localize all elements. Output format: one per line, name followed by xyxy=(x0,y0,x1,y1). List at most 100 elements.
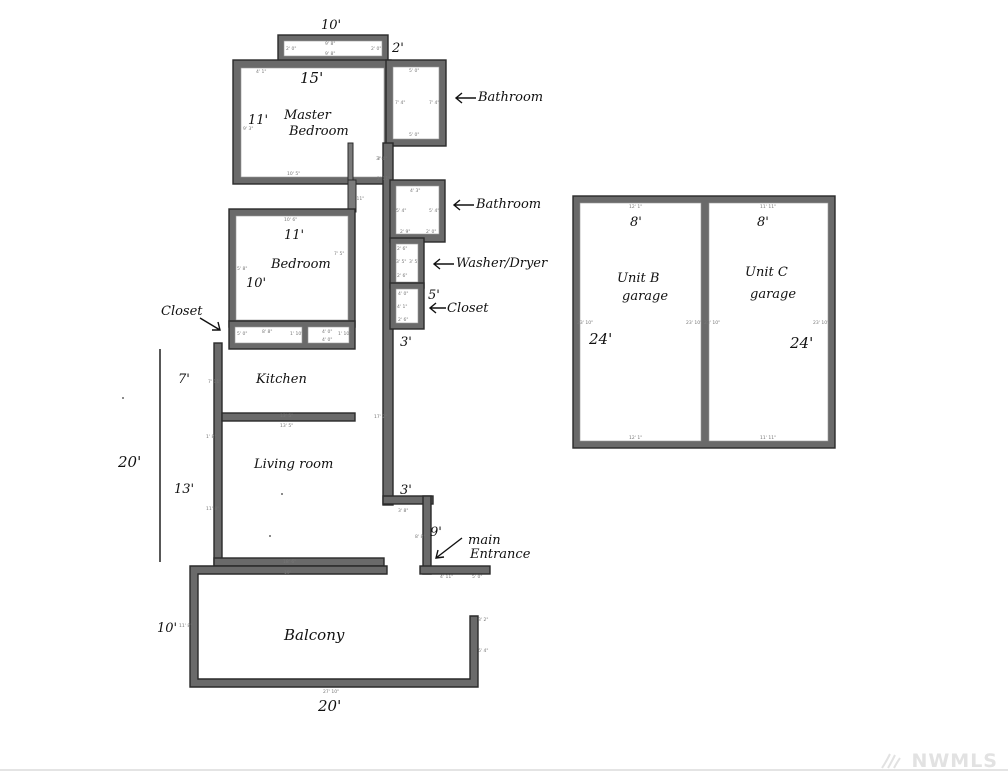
living-room-label: Living room xyxy=(253,457,333,472)
closet-measure-e: 1' 10" xyxy=(338,331,351,337)
living-depth-dim: 13' xyxy=(174,482,194,497)
bathroom-top: 5' 0" 7' 4" 7' 4" 5' 0" xyxy=(385,59,447,147)
garage-c-left-measure: 23' 10" xyxy=(704,320,720,326)
bedroom-width-dim: 11' xyxy=(284,228,304,243)
top-nook-width-dim: 10' xyxy=(321,18,341,33)
unit-c-label-line1: Unit C xyxy=(745,265,788,280)
hall-long-measure: 17' 2" xyxy=(374,414,387,420)
garage-c-bottom-measure: 11' 11" xyxy=(760,435,776,441)
kitchen-label: Kitchen xyxy=(255,372,307,387)
hall-measure-b: 2' 11" xyxy=(377,176,390,182)
master-right-measure: 3' 0" xyxy=(376,156,386,162)
bedroom-top-measure: 10' 6" xyxy=(284,217,297,223)
top-nook-depth-dim: 2' xyxy=(391,41,404,56)
wd-measure-c: 3' 5" xyxy=(409,259,419,265)
washer-dryer: 2' 6" 3' 5" 3' 5" 2' 6" xyxy=(389,237,425,289)
wd-measure-d: 2' 6" xyxy=(397,273,407,279)
watermark: NWMLS xyxy=(911,750,998,772)
master-bedroom: 4' 1" 9' 3" 10' 5" 3' 0" xyxy=(232,59,392,185)
master-bedroom-label-line1: Master xyxy=(283,108,332,123)
entry-bottom-measure: 4' 11" xyxy=(440,574,453,580)
balcony-top-measure: 19' xyxy=(284,570,291,576)
callout-bathroom-top: Bathroom xyxy=(454,90,543,105)
master-bedroom-label-line2: Bedroom xyxy=(288,124,349,139)
nook-right-measure: 2' 0" xyxy=(371,46,381,52)
closet-measure-b: 8' 8" xyxy=(262,329,272,335)
master-width-dim: 15' xyxy=(300,69,323,87)
callout-main-entrance-line2: Entrance xyxy=(469,547,531,562)
living-bottom-measure: 18' 6" xyxy=(283,559,296,565)
bath2-bottom-measure-b: 2' 0" xyxy=(426,229,436,235)
balcony-width-dim: 20' xyxy=(317,697,341,715)
kitchen-left-measure: 7' 11" xyxy=(208,379,221,385)
garage-c-width-dim: 8' xyxy=(757,215,769,230)
unit-b-label-line1: Unit B xyxy=(617,271,659,286)
total-depth-dim: 20' xyxy=(117,453,141,471)
callout-closet-right: Closet xyxy=(428,301,489,316)
entry-left-measure: 8' 8" xyxy=(415,534,425,540)
balcony-left-measure: 11' 8" xyxy=(179,623,192,629)
bedroom-label: Bedroom xyxy=(270,257,331,272)
nook-left-measure: 2' 0" xyxy=(286,46,296,52)
entry-depth-dim: 9' xyxy=(430,525,442,540)
callout-main-entrance: main Entrance xyxy=(435,533,531,562)
closet-right-width-dim: 3' xyxy=(400,335,412,350)
garage-c-top-measure: 11' 11" xyxy=(760,204,776,210)
closet-right-measure-c: 2' 6" xyxy=(398,317,408,323)
garage-c-depth-dim: 24' xyxy=(789,334,813,352)
callout-main-entrance-line1: main xyxy=(468,533,501,548)
nook-top-measure: 9' 8" xyxy=(325,41,335,47)
master-bottom-measure: 10' 5" xyxy=(287,171,300,177)
garage-b-right-measure: 23' 10" xyxy=(686,320,702,326)
hall-measure-a: 3' 0" xyxy=(377,156,387,162)
callout-closet-left-label: Closet xyxy=(161,304,203,319)
hallway: 3' 0" 2' 11" 1' 11" 17' 2" 3' 8" 8' 8" 4… xyxy=(347,142,491,580)
nwmls-logo-icon xyxy=(881,753,901,769)
master-depth-dim: 11' xyxy=(248,113,268,128)
bedroom-right-measure: 7' 5" xyxy=(334,251,344,257)
closet-measure-a: 5' 0" xyxy=(237,331,247,337)
garage-b-bottom-measure: 12' 1" xyxy=(629,435,642,441)
callout-bathroom-mid-label: Bathroom xyxy=(475,197,541,212)
callout-bathroom-top-label: Bathroom xyxy=(477,90,543,105)
top-nook: 9' 8" 9' 8" 2' 0" 2' 0" xyxy=(277,34,389,63)
bath2-top-measure: 4' 3" xyxy=(410,188,420,194)
bath1-right-measure: 7' 4" xyxy=(429,100,439,106)
callout-closet-right-label: Closet xyxy=(447,301,489,316)
bedroom: 10' 6" 5' 8" 7' 5" xyxy=(228,208,356,328)
closet-right-dim: 5' xyxy=(428,288,440,303)
callout-closet-left: Closet xyxy=(161,304,221,331)
scan-speck xyxy=(269,535,271,537)
garage-b-depth-dim: 24' xyxy=(588,330,612,348)
entry-corner-measure: 5' 0" xyxy=(472,574,482,580)
balcony: 19' 11' 8" 3' 2" 6' 4" 27' 10" xyxy=(179,565,488,695)
hall-measure-c: 1' 11" xyxy=(351,196,364,202)
bath2-bottom-measure-a: 2' 9" xyxy=(400,229,410,235)
balcony-right-measure-a: 3' 2" xyxy=(478,617,488,623)
garage-b-top-measure: 12' 1" xyxy=(629,204,642,210)
garage-c-right-measure: 23' 10" xyxy=(813,320,829,326)
garage-b-left-measure: 23' 10" xyxy=(577,320,593,326)
unit-c-label-line2: garage xyxy=(750,287,796,302)
wd-measure-a: 2' 6" xyxy=(397,246,407,252)
bedroom-left-measure: 5' 8" xyxy=(237,266,247,272)
entry-width-dim: 3' xyxy=(400,483,412,498)
entry-top-measure: 3' 8" xyxy=(398,508,408,514)
garages: 12' 1" 23' 10" 23' 10" 12' 1" 11' 11" 23… xyxy=(572,195,836,449)
balcony-depth-dim: 10' xyxy=(157,621,177,636)
kitchen-bottom-measure-b: 13' 5" xyxy=(280,423,293,429)
bath1-top-measure: 5' 0" xyxy=(409,68,419,74)
balcony-right-measure-b: 6' 4" xyxy=(478,648,488,654)
nook-bottom-measure: 9' 8" xyxy=(325,51,335,57)
bathroom-mid: 4' 3" 5' 4" 5' 4" 2' 9" 2' 0" xyxy=(389,179,446,243)
scan-speck xyxy=(122,397,124,399)
callout-bathroom-mid: Bathroom xyxy=(452,197,541,212)
closet-right: 4' 0" 4' 1" 2' 6" xyxy=(389,282,425,330)
closet-right-measure-a: 4' 0" xyxy=(398,291,408,297)
unit-b-label-line2: garage xyxy=(622,289,668,304)
master-top-measure: 4' 1" xyxy=(256,69,266,75)
callout-washer-dryer: Washer/Dryer xyxy=(432,256,548,271)
bath2-right-measure: 5' 4" xyxy=(429,208,439,214)
balcony-label: Balcony xyxy=(283,626,345,644)
